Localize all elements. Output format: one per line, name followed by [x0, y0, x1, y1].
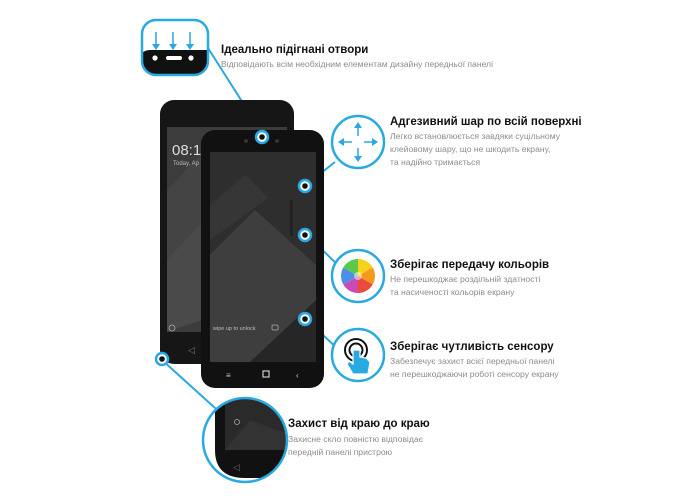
feature-desc-line: не перешкоджаючи роботі сенсору екрану: [390, 369, 559, 379]
feature-cutouts: Ідеально підігнані отвори Відповідають в…: [221, 44, 493, 71]
feature-title: Зберігає чутливість сенсору: [390, 341, 554, 353]
feature-desc-line: Легко встановлюється завдяки суцільному: [390, 131, 560, 141]
feature-desc-line: та насиченості кольорів екрану: [390, 287, 515, 297]
unlock-text: wipe up to unlock: [212, 326, 256, 332]
feature-desc-line: Відповідають всім необхідним елементам д…: [221, 59, 493, 69]
unlock-left-icon: [168, 324, 176, 332]
feature-desc-line: Забезпечує захист всієї передньої панелі: [390, 356, 555, 366]
date-text: Today, Ap: [173, 161, 200, 167]
feature-desc-line: клейовому шару, що не шкодить екрану,: [390, 144, 551, 154]
clock-text: 08:1: [172, 142, 201, 159]
feature-desc-line: передній панелі пристрою: [288, 447, 393, 457]
feature-title: Захист від краю до краю: [288, 418, 430, 430]
camera-shortcut-icon: [271, 324, 279, 331]
front-phone: wipe up to unlock ≡ ‹: [201, 130, 324, 388]
zoom-corner: ◁: [201, 396, 289, 484]
front-sensor: [244, 139, 248, 143]
feature-colors: Зберігає передачу кольорів Не перешкоджа…: [390, 259, 549, 299]
svg-text:◁: ◁: [233, 462, 240, 472]
touch-hand-icon: [330, 327, 386, 383]
color-wheel-icon: [330, 248, 386, 304]
feature-title: Зберігає передачу кольорів: [390, 259, 550, 271]
feature-edge: Захист від краю до краю Захисне скло пов…: [288, 418, 430, 459]
feature-sensor: Зберігає чутливість сенсору Забезпечує з…: [390, 341, 559, 381]
arrows-down-icon: [152, 32, 194, 50]
svg-text:≡: ≡: [226, 371, 231, 380]
home-button-icon: [262, 370, 270, 378]
zoom-cutouts: [140, 18, 210, 77]
move-arrows-icon: [330, 114, 386, 170]
feature-desc-line: Захисне скло повністю відповідає: [288, 434, 424, 444]
feature-desc-line: Не перешкоджає роздільній здатності: [390, 274, 541, 284]
feature-title: Адгезивний шар по всій поверхні: [390, 116, 582, 128]
svg-text:‹: ‹: [296, 371, 299, 380]
feature-desc-line: та надійно тримається: [390, 157, 481, 167]
callout-dots: [154, 129, 313, 367]
feature-title: Ідеально підігнані отвори: [221, 44, 369, 56]
feature-adhesive: Адгезивний шар по всій поверхні Легко вс…: [390, 116, 582, 169]
svg-text:◁: ◁: [188, 345, 195, 355]
